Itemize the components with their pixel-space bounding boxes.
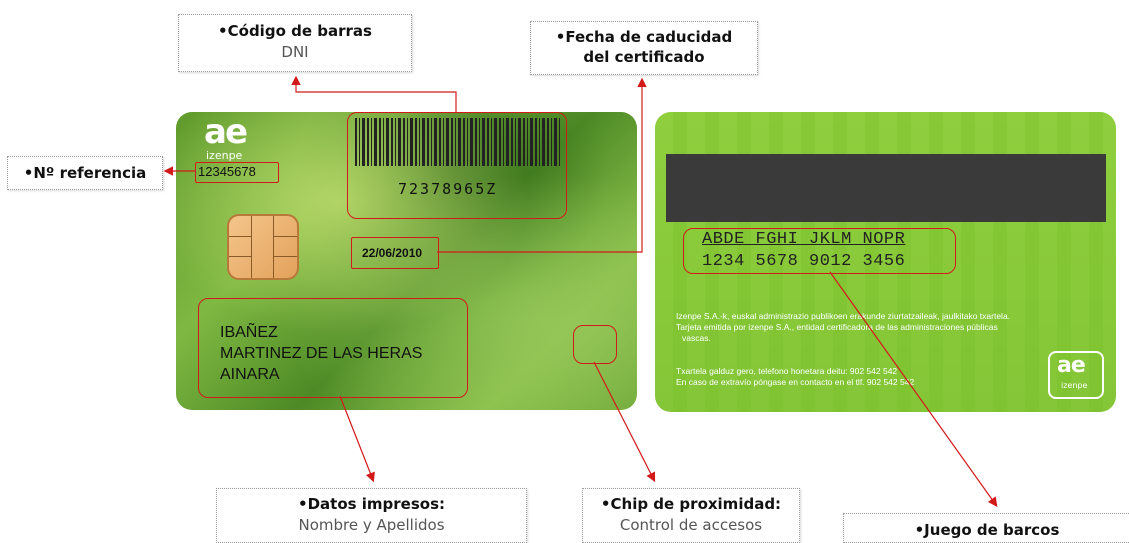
mrz-line-2: 1234 5678 9012 3456 — [702, 252, 906, 271]
highlight-mrz — [683, 228, 956, 274]
back-info-text: Izenpe S.A.-k, euskal administrazio publ… — [676, 311, 1106, 344]
highlight-expiry — [351, 237, 439, 269]
callout-proximity-sub: Control de accesos — [619, 516, 763, 534]
callout-printed-title: •Datos impresos: — [297, 495, 446, 513]
contact-chip — [227, 214, 299, 280]
highlight-barcode — [347, 112, 567, 219]
back-info-line-3: vascas. — [682, 333, 711, 343]
back-contact-text: Txartela galduz gero, telefono honetara … — [676, 366, 1006, 388]
barcode-image — [355, 118, 560, 166]
callout-expiry-title-line2: del certificado — [583, 48, 705, 66]
callout-barcode-sub: DNI — [281, 43, 309, 61]
mrz-line-1: ABDE FGHI JKLM NOPR — [702, 230, 906, 249]
back-contact-line-1: Txartela galduz gero, telefono honetara … — [676, 366, 898, 376]
back-logo-text: izenpe — [1061, 381, 1088, 390]
back-logo-mark: ae — [1057, 353, 1086, 378]
back-logo: ae izenpe — [1048, 351, 1104, 399]
front-logo-mark: ae — [204, 112, 248, 152]
name-line-given: AINARA — [220, 366, 280, 383]
barcode-number: 72378965Z — [398, 180, 498, 198]
printed-name: IBAÑEZ MARTINEZ DE LAS HERAS AINARA — [220, 322, 422, 385]
name-line-surname2: MARTINEZ DE LAS HERAS — [220, 345, 423, 362]
arrow-proximity — [593, 361, 656, 483]
expiry-date: 22/06/2010 — [362, 246, 423, 260]
callout-printed-data: •Datos impresos: Nombre y Apellidos — [216, 488, 527, 543]
arrow-barcode — [291, 75, 457, 112]
magnetic-stripe — [666, 154, 1106, 222]
arrow-barcos — [829, 271, 998, 507]
callout-expiry: •Fecha de caducidad del certificado — [530, 21, 758, 75]
front-logo-text: izenpe — [206, 149, 243, 162]
arrow-expiry — [437, 77, 647, 253]
name-line-surname1: IBAÑEZ — [220, 324, 278, 341]
callout-barcos: •Juego de barcos — [843, 513, 1129, 543]
back-contact-line-2: En caso de extravío póngase en contacto … — [676, 377, 915, 387]
callout-proximity-title: •Chip de proximidad: — [600, 495, 782, 513]
callout-barcode: •Código de barras DNI — [178, 14, 412, 72]
highlight-reference — [195, 162, 279, 183]
callout-proximity-chip: •Chip de proximidad: Control de accesos — [582, 488, 800, 543]
callout-barcos-title: •Juego de barcos — [914, 521, 1060, 539]
callout-reference-title: •Nº referencia — [23, 164, 147, 182]
callout-expiry-title-line1: •Fecha de caducidad — [555, 28, 733, 46]
back-info-line-1: Izenpe S.A.-k, euskal administrazio publ… — [676, 311, 1011, 321]
callout-printed-sub: Nombre y Apellidos — [298, 516, 445, 534]
back-info-line-2: Tarjeta emitida por izenpe S.A., entidad… — [676, 322, 998, 332]
callout-barcode-title: •Código de barras — [218, 22, 372, 40]
highlight-name — [198, 298, 468, 398]
arrow-printed — [339, 395, 375, 483]
callout-reference: •Nº referencia — [7, 156, 163, 190]
reference-number: 12345678 — [198, 164, 256, 179]
